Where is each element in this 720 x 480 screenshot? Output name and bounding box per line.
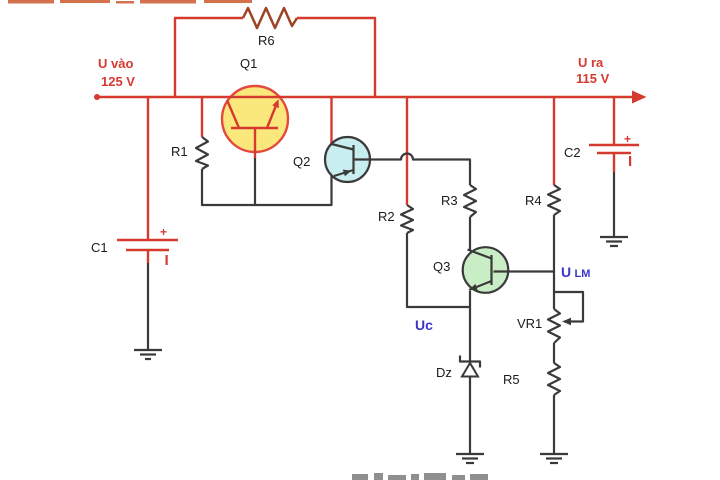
input-voltage-value: 125 V bbox=[101, 74, 135, 89]
r4-label: R4 bbox=[525, 193, 542, 208]
c1-minus-mark bbox=[165, 255, 168, 265]
r1-bottom-bus bbox=[200, 169, 333, 207]
dz-label: Dz bbox=[436, 365, 452, 380]
r1-zigzag bbox=[194, 136, 210, 170]
cropped-caption-bottom bbox=[352, 473, 488, 480]
r3-label: R3 bbox=[441, 193, 458, 208]
ground-dz-icon bbox=[456, 452, 484, 465]
r6-lead-left bbox=[173, 16, 243, 97]
q3-label: Q3 bbox=[433, 259, 450, 274]
r5-label: R5 bbox=[503, 372, 520, 387]
resistor-r3 bbox=[462, 184, 478, 250]
q3-collector bbox=[467, 248, 492, 260]
r2-zigzag bbox=[399, 204, 415, 234]
capacitor-c2 bbox=[589, 143, 639, 248]
ground-c1-icon bbox=[134, 348, 162, 361]
output-voltage-label: U ra bbox=[578, 55, 604, 70]
q3-emitter-arrow-icon bbox=[469, 283, 478, 291]
r6-zigzag bbox=[241, 6, 299, 30]
r2-label: R2 bbox=[378, 209, 395, 224]
r6-label: R6 bbox=[258, 33, 275, 48]
q1-emitter bbox=[265, 102, 279, 129]
q2-collector bbox=[331, 142, 354, 151]
c2-label: C2 bbox=[564, 145, 581, 160]
resistor-r5 bbox=[540, 343, 568, 465]
transistor-q3-symbol bbox=[467, 248, 554, 307]
vr1-zigzag bbox=[546, 308, 562, 344]
zener-dz bbox=[456, 307, 484, 465]
resistor-r4 bbox=[546, 184, 562, 309]
r5-zigzag bbox=[546, 362, 562, 396]
uc-node-label: Uc bbox=[415, 317, 433, 333]
c2-plus-mark: + bbox=[624, 132, 631, 146]
dz-triangle bbox=[460, 361, 480, 378]
r1-label: R1 bbox=[171, 144, 188, 159]
vr1-wiper-arrow-icon bbox=[562, 317, 571, 326]
ulm-node-label: U bbox=[561, 264, 571, 280]
transistor-q2-symbol bbox=[331, 142, 472, 185]
vr1-wiper-wire bbox=[554, 290, 585, 323]
resistor-r1 bbox=[194, 136, 333, 207]
c1-plus-mark: + bbox=[160, 225, 167, 239]
potentiometer-vr1 bbox=[546, 290, 585, 344]
transistor-q3-body bbox=[461, 246, 510, 294]
resistor-r2 bbox=[399, 204, 470, 309]
c1-label: C1 bbox=[91, 240, 108, 255]
capacitor-c1 bbox=[117, 238, 178, 361]
resistor-r6 bbox=[173, 6, 377, 97]
output-voltage-value: 115 V bbox=[576, 71, 610, 86]
ground-c2-icon bbox=[600, 235, 628, 248]
q2-label: Q2 bbox=[293, 154, 310, 169]
q2-emitter-arrow-icon bbox=[342, 169, 352, 177]
c2-minus-mark bbox=[629, 156, 632, 166]
r4-zigzag bbox=[546, 184, 562, 216]
uc-wire bbox=[405, 233, 470, 309]
cropped-text-top bbox=[8, 0, 252, 4]
q1-label: Q1 bbox=[240, 56, 257, 71]
input-voltage-label: U vào bbox=[98, 56, 133, 71]
power-rail bbox=[94, 90, 647, 104]
q2-base-wire-with-hop bbox=[354, 152, 472, 185]
q1-emitter-arrow-icon bbox=[272, 99, 279, 109]
rail-arrow-icon bbox=[632, 90, 647, 104]
r3-zigzag bbox=[462, 184, 478, 218]
ulm-node-sublabel: LM bbox=[575, 268, 591, 280]
ground-r5-icon bbox=[540, 452, 568, 465]
vr1-label: VR1 bbox=[517, 316, 542, 331]
transistor-q1-symbol bbox=[225, 99, 279, 205]
q1-collector bbox=[225, 99, 241, 129]
r6-lead-right bbox=[297, 16, 377, 97]
